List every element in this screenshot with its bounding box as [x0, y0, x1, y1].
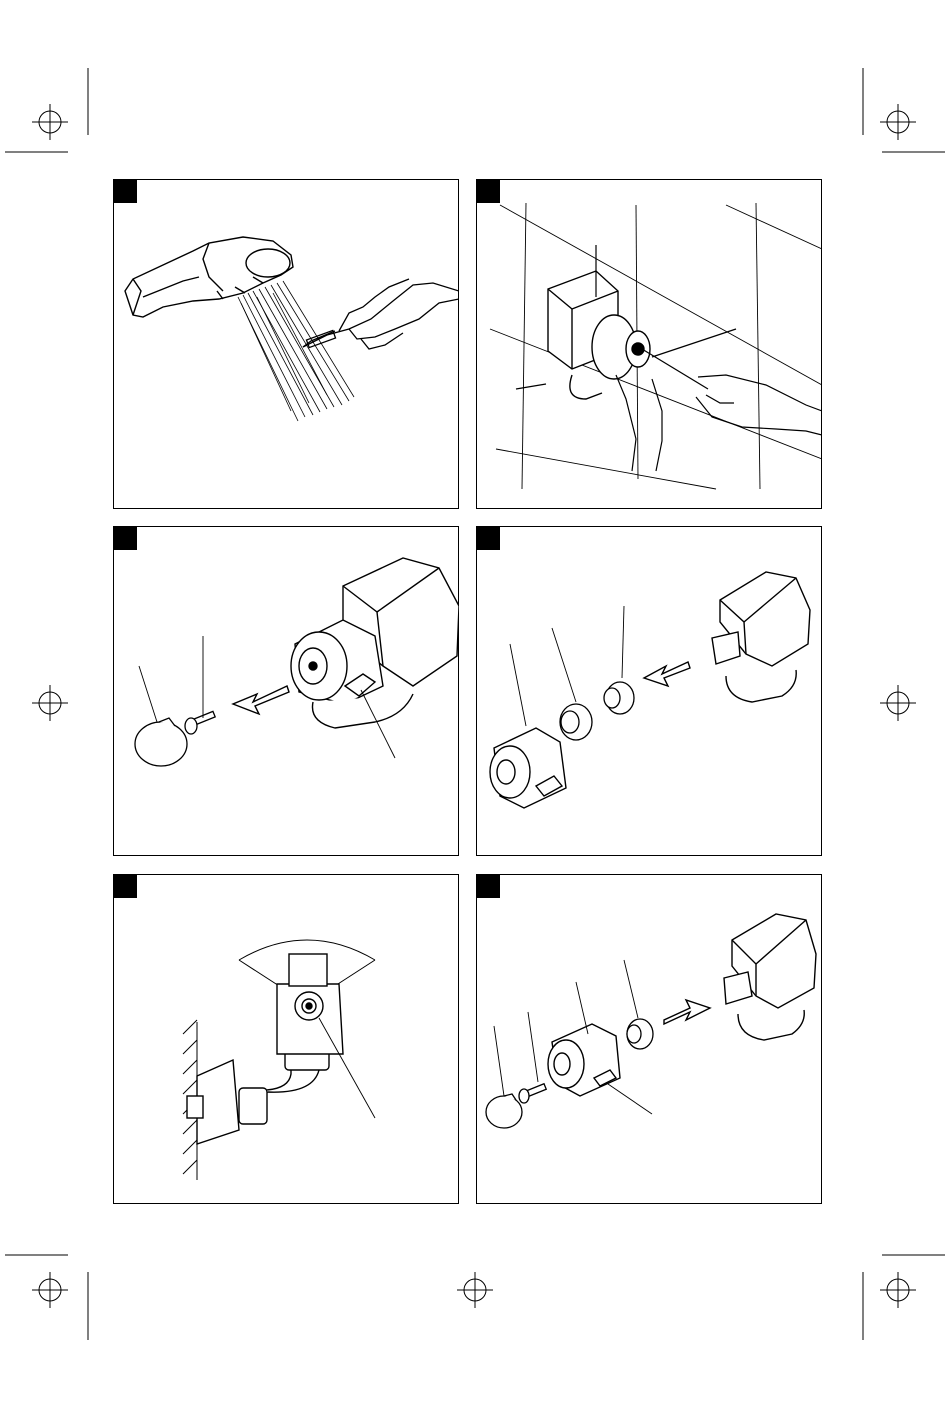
- panel-screwdriver-removal: [476, 179, 822, 509]
- step-marker: [476, 874, 500, 898]
- step-marker: [113, 526, 137, 550]
- crosshair-mark: [880, 1272, 916, 1308]
- crosshair-mark: [880, 104, 916, 140]
- step-marker: [476, 526, 500, 550]
- reassembly-illustration: [476, 874, 822, 1204]
- panel-disassembly: [476, 526, 822, 856]
- crosshair-mark: [32, 104, 68, 140]
- crosshair-mark: [457, 1272, 493, 1308]
- panel-frame: [114, 180, 459, 509]
- panel-rotation-angle: [113, 874, 459, 1204]
- step-marker: [476, 179, 500, 203]
- screwdriver-removal-illustration: [476, 179, 822, 509]
- panel-cap-removal: [113, 526, 459, 856]
- disassembly-illustration: [476, 526, 822, 856]
- step-marker: [113, 179, 137, 203]
- shower-cleaning-illustration: [113, 179, 459, 509]
- crosshair-mark: [32, 685, 68, 721]
- crosshair-mark: [32, 1272, 68, 1308]
- step-marker: [113, 874, 137, 898]
- cap-removal-illustration: [113, 526, 459, 856]
- rotation-angle-illustration: [113, 874, 459, 1204]
- panel-shower-cleaning: [113, 179, 459, 509]
- regulating-unit: [627, 1019, 653, 1049]
- stop-ring: [560, 704, 592, 740]
- crosshair-mark: [880, 685, 916, 721]
- panel-reassembly: [476, 874, 822, 1204]
